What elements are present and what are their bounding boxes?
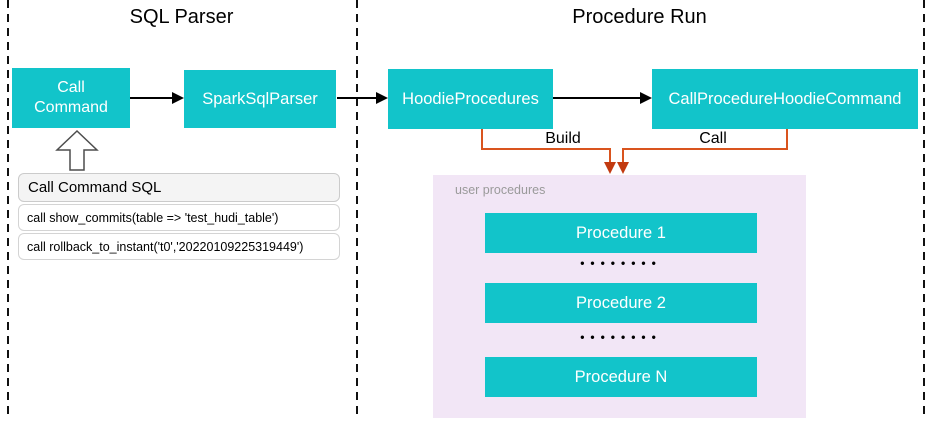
procedure-n-node: Procedure N (485, 357, 757, 397)
dashed-border-right (923, 0, 925, 414)
call-procedure-hoodie-command-node: CallProcedureHoodieCommand (652, 69, 918, 129)
sql-panel-header: Call Command SQL (18, 173, 340, 202)
call-arrowhead-icon (617, 162, 629, 174)
procedure-2-node: Procedure 2 (485, 283, 757, 323)
arrow-hoodieprocedures-to-callprocedurehoodiecommand (553, 92, 652, 104)
sql-statement-show-commits: call show_commits(table => 'test_hudi_ta… (18, 204, 340, 231)
arrow-sparksqlparser-to-hoodieprocedures (337, 92, 388, 104)
arrow-callcommand-to-sparksqlparser (130, 92, 184, 104)
ellipsis-dots: •••••••• (580, 256, 662, 270)
call-command-node: Call Command (12, 68, 130, 128)
call-edge-label: Call (699, 130, 727, 147)
ellipsis-dots: •••••••• (580, 330, 662, 344)
procedure-1-node: Procedure 1 (485, 213, 757, 253)
sql-parser-region-title: SQL Parser (129, 6, 234, 28)
sql-statement-rollback-to-instant: call rollback_to_instant('t0','202201092… (18, 233, 340, 260)
dashed-border-middle (356, 0, 358, 414)
build-edge-label: Build (545, 130, 581, 147)
call-command-sql-panel: Call Command SQL call show_commits(table… (18, 173, 340, 260)
block-up-arrow (55, 129, 99, 171)
hoodie-procedures-node: HoodieProcedures (388, 69, 553, 129)
spark-sql-parser-node: SparkSqlParser (184, 70, 336, 128)
dashed-border-left (7, 0, 9, 414)
user-procedures-label: user procedures (455, 183, 546, 197)
user-procedures-container: user procedures Procedure 1 •••••••• Pro… (433, 175, 806, 418)
build-arrowhead-icon (604, 162, 616, 174)
procedure-run-region-title: Procedure Run (572, 6, 707, 28)
